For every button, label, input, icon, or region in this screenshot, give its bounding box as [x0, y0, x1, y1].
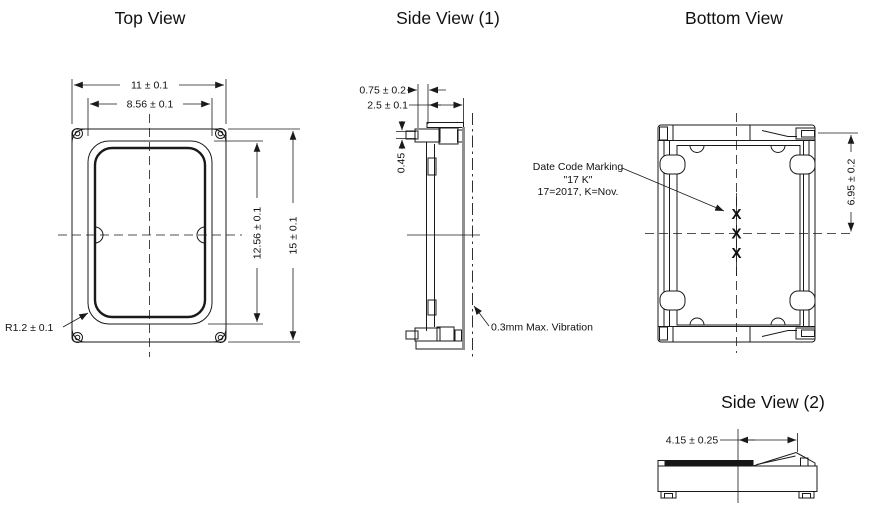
side-view-1: Side View (1) [359, 8, 593, 357]
side-view-1-bottom-terminal [405, 326, 464, 350]
side-view-2-feet [660, 491, 815, 499]
side-view-1-dim-thickness: 2.5 ± 0.1 [367, 98, 464, 125]
side-view-1-dim-terminal-height: 0.45 [396, 121, 416, 174]
side-view-2-body [657, 465, 818, 492]
side-view-2-left-step [657, 460, 666, 467]
top-view-dim-inner-width-label: 8.56 ± 0.1 [127, 99, 174, 111]
date-code-legend: 17=2017, K=Nov. [538, 186, 619, 198]
side-view-1-title: Side View (1) [396, 8, 500, 28]
top-view-title: Top View [115, 8, 186, 28]
side-view-1-vibration-note: 0.3mm Max. Vibration [473, 305, 593, 334]
date-code-x-3: X [731, 245, 741, 262]
top-view-outer-frame [71, 128, 227, 343]
side-view-2-top-plate [658, 460, 754, 467]
top-view-dim-outer-height-label: 15 ± 0.1 [288, 216, 300, 254]
side-view-1-dim-terminal-protrusion: 0.75 ± 0.2 [359, 84, 446, 128]
bottom-view-date-code-marks: X X X [731, 193, 742, 276]
bottom-view-date-code-callout: Date Code Marking "17 K" 17=2017, K=Nov. [533, 161, 725, 212]
bottom-view-corner-bosses [659, 154, 816, 311]
bottom-view-top-strip [658, 125, 816, 141]
bottom-view-dim-half-height-label: 6.95 ± 0.2 [846, 159, 858, 206]
side-view-2-title: Side View (2) [721, 392, 825, 412]
side-view-1-dim-terminal-height-label: 0.45 [396, 153, 408, 174]
top-view-corner-holes [72, 128, 226, 343]
date-code-x-1: X [731, 206, 741, 223]
side-view-1-vibration-note-label: 0.3mm Max. Vibration [491, 322, 593, 334]
side-view-2-dim-wedge-offset-label: 4.15 ± 0.25 [666, 435, 719, 447]
bottom-view-title: Bottom View [685, 8, 783, 28]
date-code-label: Date Code Marking [533, 161, 624, 173]
bottom-view-edge-notches [689, 145, 786, 326]
bottom-view: Bottom View [533, 8, 858, 353]
top-view-dim-outer-width: 11 ± 0.1 [71, 79, 227, 124]
top-view-dim-inner-height: 12.56 ± 0.1 [208, 140, 264, 325]
bottom-view-inner-cavity [676, 145, 801, 326]
top-view-corner-radius-callout: R1.2 ± 0.1 [5, 312, 89, 334]
top-view-dim-inner-width: 8.56 ± 0.1 [87, 98, 213, 136]
side-view-1-dim-terminal-protrusion-label: 0.75 ± 0.2 [359, 85, 406, 97]
top-view-diaphragm-inner [93, 146, 207, 319]
top-view-dim-outer-height: 15 ± 0.1 [228, 128, 300, 343]
bottom-view-dim-half-height: 6.95 ± 0.2 [818, 132, 858, 232]
top-view-dim-inner-height-label: 12.56 ± 0.1 [252, 207, 264, 260]
side-view-2-dim-wedge-offset: 4.15 ± 0.25 [666, 433, 798, 452]
date-code-x-2: X [731, 226, 741, 243]
top-view-dim-outer-width-label: 11 ± 0.1 [131, 80, 168, 92]
top-view-diaphragm-outer [87, 140, 213, 325]
side-view-1-dim-thickness-label: 2.5 ± 0.1 [367, 100, 408, 112]
side-view-2-wedge [752, 451, 816, 467]
top-view: Top View [5, 8, 300, 357]
top-view-corner-radius-label: R1.2 ± 0.1 [5, 322, 54, 334]
side-view-1-top-terminal [405, 127, 465, 145]
date-code-code: "17 K" [563, 174, 592, 186]
side-view-2: Side View (2) 4.15 ± 0.25 [657, 392, 825, 503]
side-view-1-frame-body [426, 122, 464, 331]
